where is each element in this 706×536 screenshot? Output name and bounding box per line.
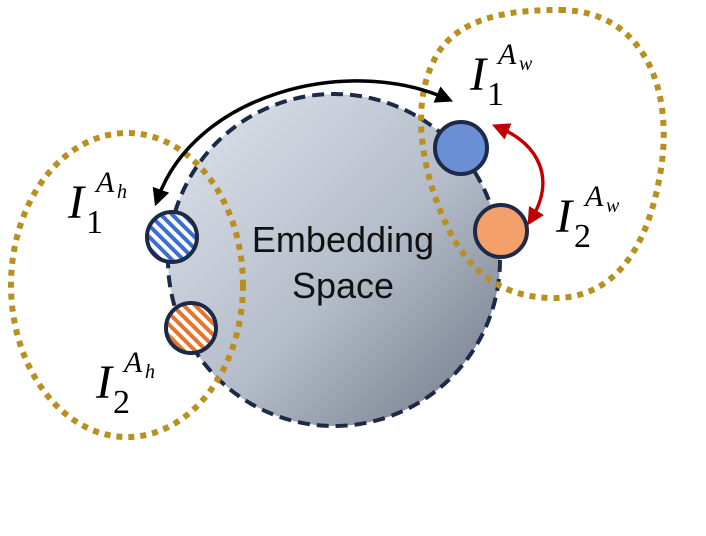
label-i1-ah: I 1 A h <box>67 166 127 241</box>
label-i2-ah: I 2 A h <box>95 346 155 421</box>
svg-text:w: w <box>519 53 533 75</box>
cross-group-arrow <box>152 79 454 207</box>
svg-text:1: 1 <box>487 76 504 113</box>
svg-text:h: h <box>117 181 127 203</box>
svg-text:1: 1 <box>86 204 103 241</box>
node-i1-ah <box>145 210 199 264</box>
svg-text:A: A <box>94 166 115 199</box>
svg-text:I: I <box>95 356 114 409</box>
svg-text:2: 2 <box>113 384 130 421</box>
svg-text:I: I <box>469 48 488 101</box>
within-group-arrow <box>491 123 545 226</box>
node-i2-aw <box>473 203 529 259</box>
node-i2-ah <box>164 301 218 355</box>
label-i2-aw: I 2 A w <box>555 180 620 255</box>
svg-text:A: A <box>496 38 517 71</box>
svg-text:2: 2 <box>574 218 591 255</box>
label-i1-aw: I 1 A w <box>469 38 533 113</box>
svg-text:I: I <box>555 190 574 243</box>
svg-text:A: A <box>583 180 604 213</box>
svg-text:w: w <box>606 195 620 217</box>
svg-text:h: h <box>145 361 155 383</box>
svg-text:I: I <box>67 176 86 229</box>
embedding-space-label-line1: Embedding <box>252 219 434 260</box>
embedding-space-label-line2: Space <box>292 265 394 306</box>
node-i1-aw <box>433 120 489 176</box>
svg-text:A: A <box>122 346 143 379</box>
group-aw-ellipse <box>418 6 667 302</box>
group-ah-ellipse <box>8 130 246 440</box>
